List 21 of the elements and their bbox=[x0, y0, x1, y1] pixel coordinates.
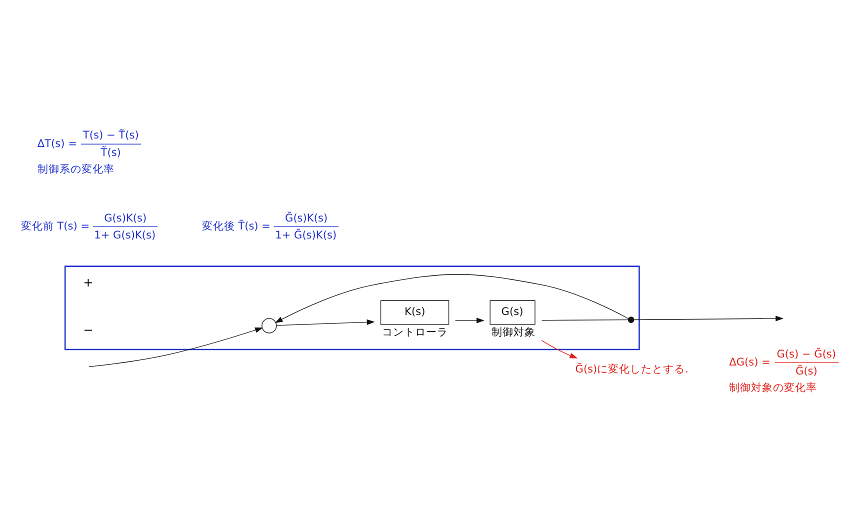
label: T(s) = bbox=[57, 220, 90, 233]
label: T̃(s) bbox=[100, 146, 121, 159]
label: 変化前 bbox=[20, 220, 54, 233]
label: ΔG(s) = bbox=[729, 356, 770, 369]
label: G(s)K(s) bbox=[104, 212, 147, 224]
label: G̃(s)K(s) bbox=[285, 212, 328, 224]
label: − bbox=[83, 322, 94, 337]
label: + bbox=[83, 275, 94, 290]
node-label: コントローラ bbox=[382, 326, 448, 339]
label: 制御系の変化率 bbox=[37, 163, 114, 176]
label: T(s) − T̃(s) bbox=[82, 130, 139, 142]
label: G(s) − G̃(s) bbox=[776, 348, 836, 360]
label: T̃(s) = bbox=[238, 220, 270, 233]
node-label: 制御対象 bbox=[491, 326, 536, 339]
label: 制御対象の変化率 bbox=[729, 382, 818, 394]
label: 1+ G(s)K(s) bbox=[94, 229, 156, 242]
label: G̃(s) bbox=[796, 365, 818, 378]
label: 変化後 bbox=[202, 220, 235, 233]
node-text: G̃(s)に変化したとする. bbox=[575, 363, 689, 376]
label: 1+ G̃(s)K(s) bbox=[275, 229, 337, 242]
label: ΔT(s) = bbox=[37, 138, 77, 150]
